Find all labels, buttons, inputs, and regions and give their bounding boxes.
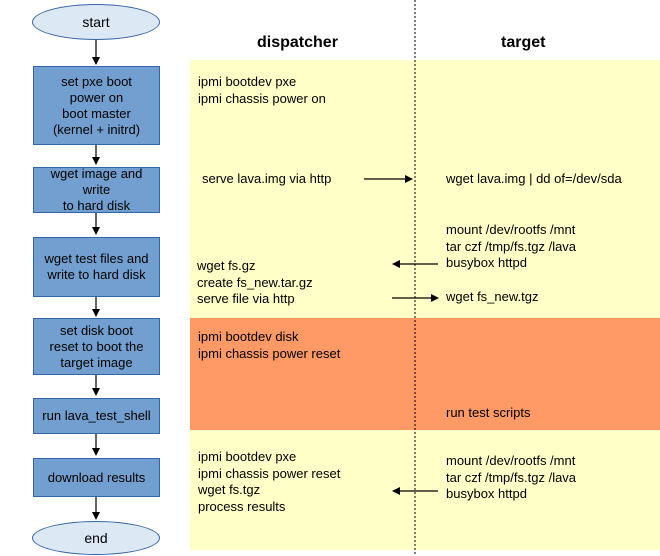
dispatcher-line: ipmi bootdev pxe [198, 74, 297, 89]
dispatcher-line: ipmi bootdev pxe [198, 449, 297, 464]
step-line: to hard disk [62, 198, 131, 213]
target-block-wget-new-fs: wget fs_new.tgz [446, 289, 539, 306]
dispatcher-line: ipmi bootdev disk [198, 329, 299, 344]
step-wget-image: wget image and write to hard disk [33, 166, 160, 213]
dispatcher-line: create fs_new.tar.gz [197, 274, 313, 290]
orange-band-reset [190, 318, 660, 430]
step-line: wget image and write [50, 166, 143, 197]
dispatcher-block-pxe: ipmi bootdev pxe ipmi chassis power on [198, 74, 326, 107]
step-line: download results [47, 469, 146, 485]
target-line: wget fs_new.tgz [446, 289, 539, 304]
step-download-results: download results [33, 458, 160, 497]
step-line: set disk boot [59, 322, 133, 338]
step-line: run lava_test_shell [42, 408, 151, 423]
dispatcher-block-results: ipmi bootdev pxe ipmi chassis power rese… [198, 449, 340, 515]
step-line: (kernel + initrd) [52, 121, 141, 137]
target-block-mount: mount /dev/rootfs /mnt tar czf /tmp/fs.t… [446, 222, 576, 272]
yellow-band-top [190, 60, 660, 318]
target-line: mount /dev/rootfs /mnt [446, 453, 576, 468]
dispatcher-line: wget fs.tgz [198, 482, 261, 497]
step-line: wget test files and [44, 251, 149, 266]
step-set-disk-boot: set disk boot reset to boot the target i… [33, 318, 160, 375]
dispatcher-block-disk-boot: ipmi bootdev disk ipmi chassis power res… [198, 329, 340, 362]
dispatcher-line: serve file via http [197, 291, 295, 306]
target-line: tar czf /tmp/fs.tgz /lava [446, 469, 577, 485]
dispatcher-block-fs: wget fs.gz create fs_new.tar.gz serve fi… [197, 258, 313, 308]
target-header: target [501, 34, 546, 51]
target-line: tar czf /tmp/fs.tgz /lava [446, 238, 577, 254]
dispatcher-block-serve-image: serve lava.img via http [202, 171, 331, 188]
end-terminal: end [32, 521, 160, 555]
target-line: run test scripts [446, 405, 531, 420]
step-set-pxe-boot: set pxe boot power on boot master (kerne… [33, 66, 160, 145]
target-line: wget lava.img | dd of=/dev/sda [446, 171, 622, 186]
step-line: target image [60, 354, 133, 370]
step-line: set pxe boot [61, 73, 132, 89]
target-line: busybox httpd [446, 486, 527, 501]
step-wget-test-files: wget test files and write to hard disk [33, 237, 160, 297]
target-block-results: mount /dev/rootfs /mnt tar czf /tmp/fs.t… [446, 453, 576, 503]
step-line: reset to boot the [49, 338, 144, 354]
dispatcher-line: process results [198, 498, 286, 514]
yellow-band-bottom [190, 430, 660, 550]
target-block-wget-image: wget lava.img | dd of=/dev/sda [446, 171, 622, 188]
dispatcher-line: ipmi chassis power on [198, 90, 326, 106]
dispatcher-line: wget fs.gz [197, 258, 256, 273]
target-line: busybox httpd [446, 255, 527, 270]
dispatcher-line: serve lava.img via http [202, 171, 332, 186]
step-run-lava-test-shell: run lava_test_shell [33, 398, 160, 434]
target-block-run-tests: run test scripts [446, 405, 531, 422]
dispatcher-line: ipmi chassis power reset [198, 465, 341, 481]
step-line: power on [69, 89, 124, 105]
target-line: mount /dev/rootfs /mnt [446, 222, 576, 237]
dispatcher-header: dispatcher [257, 34, 338, 51]
step-line: write to hard disk [47, 267, 146, 282]
start-terminal: start [32, 4, 160, 40]
dispatcher-line: ipmi chassis power reset [198, 345, 341, 361]
step-line: boot master [62, 105, 131, 121]
